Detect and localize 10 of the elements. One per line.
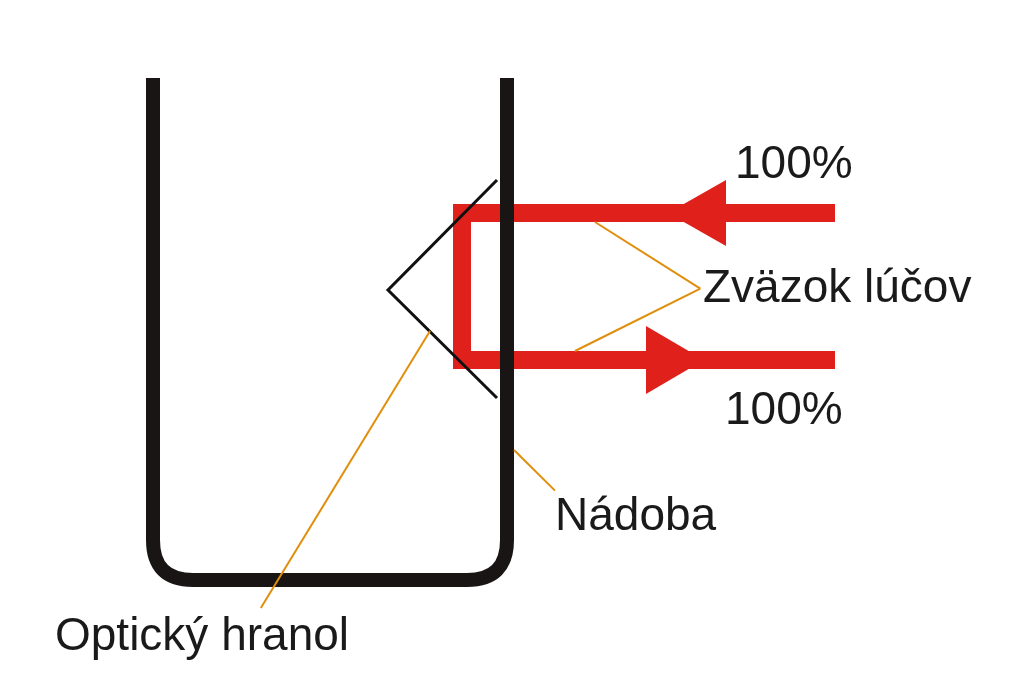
leader-line [259, 330, 431, 609]
leader-line [594, 221, 702, 290]
percentage-label: 100% [735, 136, 853, 188]
vessel [146, 78, 514, 587]
vessel-label: Nádoba [555, 488, 717, 540]
leader-line [574, 287, 702, 352]
percentage-label: 100% [725, 382, 843, 434]
prism-label: Optický hranol [55, 608, 349, 660]
beam-label: Zväzok lúčov [703, 260, 972, 312]
leader-line [513, 449, 556, 492]
